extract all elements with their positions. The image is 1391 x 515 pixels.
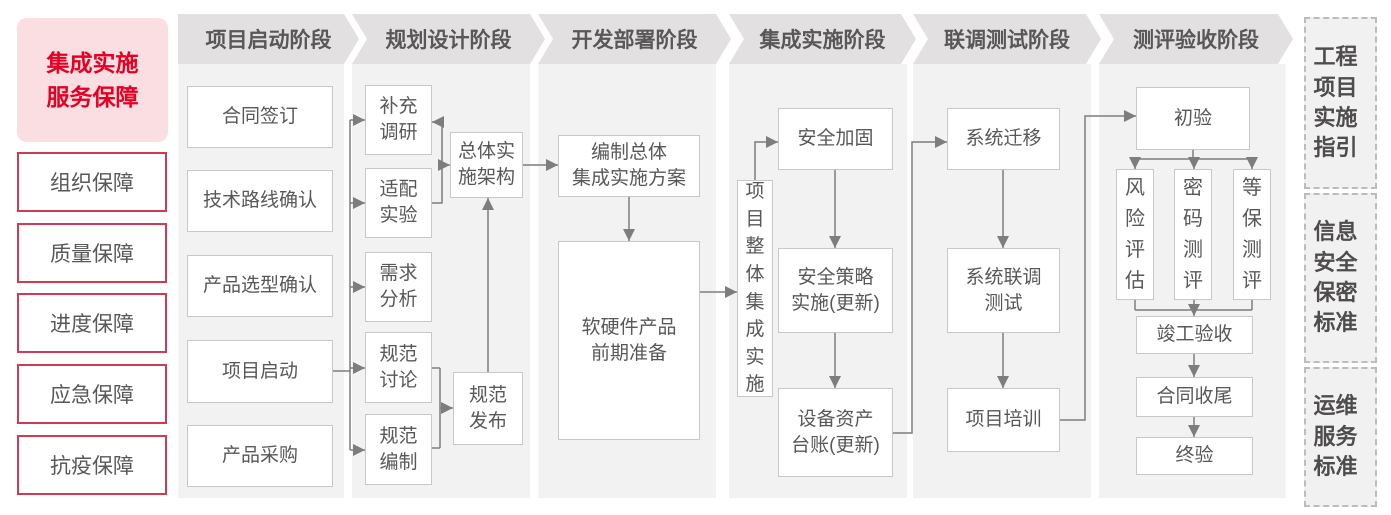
phase-header-planning-design: 规划设计阶段: [352, 14, 545, 64]
standard-text-row: 运维: [1313, 393, 1358, 419]
standard-text-row: 安全: [1313, 249, 1358, 275]
standard-om-service: 运维 服务 标准: [1304, 367, 1377, 507]
phase-header-integration-implementation: 集成实施阶段: [729, 14, 916, 64]
box-crypto-evaluation: 密码测评: [1174, 169, 1212, 300]
standard-text-row: 服务: [1313, 423, 1358, 449]
standard-text-row: 指引: [1313, 135, 1358, 161]
sidebar-item-organization-guarantee: 组织保障: [17, 152, 167, 212]
sidebar-item-epidemic-guarantee: 抗疫保障: [17, 435, 167, 495]
box-asset-ledger-update: 设备资产 台账(更新): [778, 388, 893, 477]
standard-text-row: 实施: [1313, 105, 1358, 130]
box-completion-acceptance: 竣工验收: [1136, 316, 1253, 354]
box-spec-drafting: 规范 编制: [365, 414, 432, 485]
box-contract-closure: 合同收尾: [1136, 377, 1253, 417]
box-spec-release: 规范 发布: [453, 372, 523, 445]
box-project-training: 项目培训: [947, 388, 1060, 452]
box-classified-protection-evaluation: 等保测评: [1233, 169, 1271, 300]
box-initial-acceptance: 初验: [1136, 87, 1250, 150]
box-overall-project-integration: 项目整体集成实施: [737, 180, 773, 397]
standard-text-row: 标准: [1313, 454, 1358, 480]
box-product-procurement: 产品采购: [187, 425, 333, 487]
sidebar-item-emergency-guarantee: 应急保障: [17, 364, 167, 424]
box-tech-route-confirm: 技术路线确认: [187, 170, 333, 232]
sidebar-item-quality-guarantee: 质量保障: [17, 223, 167, 283]
standard-text-row: 标准: [1313, 310, 1358, 336]
box-spec-discussion: 规范 讨论: [365, 332, 432, 403]
box-final-acceptance: 终验: [1136, 437, 1253, 475]
box-product-selection-confirm: 产品选型确认: [187, 255, 333, 317]
box-supplementary-research: 补充 调研: [365, 85, 432, 155]
box-security-policy-implementation: 安全策略 实施(更新): [778, 248, 893, 333]
box-overall-integration-plan: 编制总体 集成实施方案: [558, 135, 700, 197]
box-security-hardening: 安全加固: [778, 108, 893, 170]
box-joint-debugging-test: 系统联调 测试: [947, 248, 1060, 333]
standard-info-security-confidentiality: 信息 安全 保密 标准: [1304, 193, 1377, 363]
standard-text-row: 信息: [1313, 219, 1358, 245]
box-adaptation-test: 适配 实验: [365, 168, 432, 238]
phase-header-evaluation-acceptance: 测评验收阶段: [1099, 14, 1293, 64]
box-overall-implementation-architecture: 总体实 施架构: [450, 132, 523, 198]
box-risk-assessment: 风险评估: [1116, 169, 1154, 300]
box-project-kickoff: 项目启动: [187, 340, 333, 403]
phase-header-develop-deploy: 开发部署阶段: [538, 14, 731, 64]
standard-text-row: 项目: [1313, 74, 1358, 100]
box-hw-sw-preparation: 软硬件产品 前期准备: [558, 241, 700, 440]
box-system-migration: 系统迁移: [947, 108, 1060, 170]
standard-text-row: 保密: [1313, 280, 1358, 305]
standard-text-row: 工程: [1313, 44, 1358, 70]
phase-header-joint-debug-test: 联调测试阶段: [913, 14, 1101, 64]
sidebar-title: 集成实施 服务保障: [17, 18, 168, 142]
phase-header-project-kickoff: 项目启动阶段: [178, 14, 359, 64]
sidebar-item-schedule-guarantee: 进度保障: [17, 293, 167, 353]
box-requirement-analysis: 需求 分析: [365, 252, 432, 322]
standard-engineering-project-guide: 工程 项目 实施 指引: [1304, 17, 1377, 189]
box-contract-signing: 合同签订: [187, 86, 333, 148]
